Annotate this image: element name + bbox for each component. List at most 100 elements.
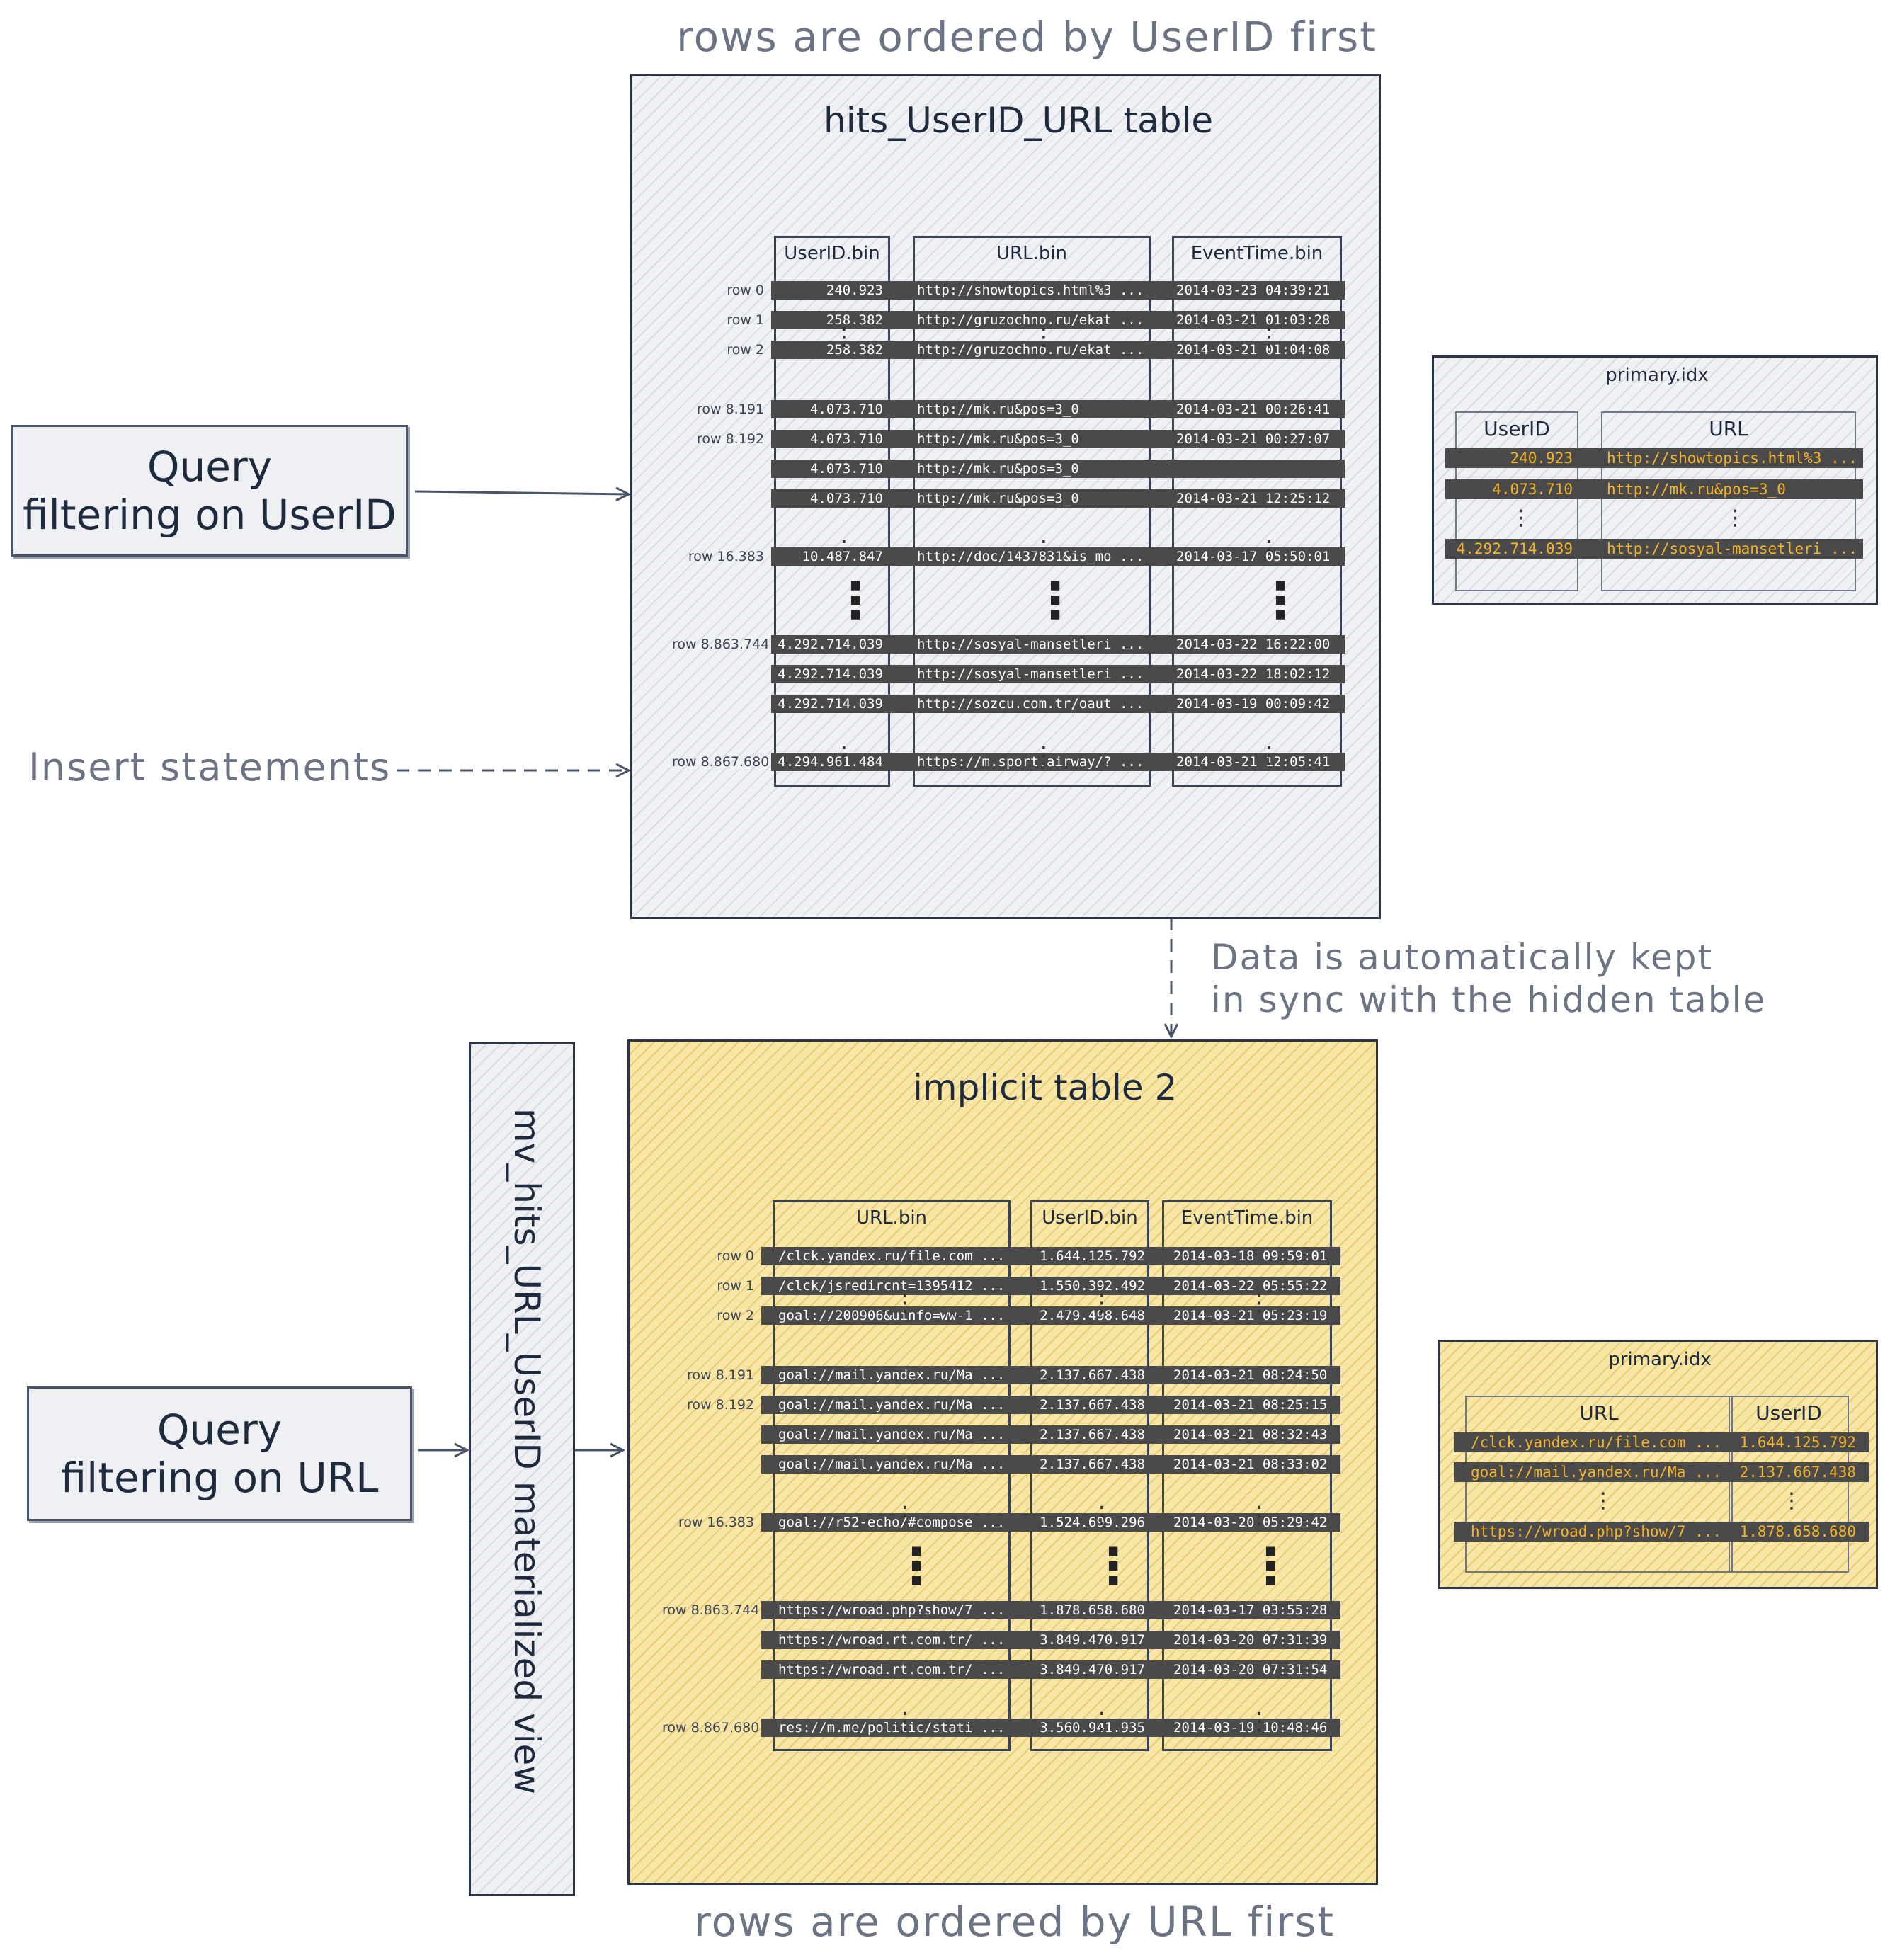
ellipsis-dots: ⋮ [1781, 1488, 1802, 1513]
cell-time [1176, 460, 1339, 478]
row-label: row 8.192 [697, 431, 764, 447]
row-label: row 8.863.744 [672, 637, 770, 652]
query-url-line1: Query [156, 1406, 283, 1454]
ellipsis-dots: ⋮ [1593, 1488, 1614, 1513]
top-caption: rows are ordered by UserID first [676, 13, 1378, 61]
table-row [761, 1366, 1340, 1384]
insert-statements-label: Insert statements [28, 745, 392, 790]
table-row [771, 753, 1345, 771]
cell-url: http://mk.ru&pos=3_0 [917, 461, 1079, 477]
cell-url: goal://r52-echo/#compose ... [778, 1515, 1006, 1530]
index-cell-userid: 240.923 [1510, 450, 1573, 467]
cell-time: 2014-03-19 00:09:42 [1176, 696, 1331, 712]
index-row [1445, 448, 1863, 468]
table-row [771, 430, 1345, 448]
ellipsis-dots: ⋮ [893, 1501, 917, 1529]
cell-url: http://sosyal-mansetleri ... [917, 666, 1144, 682]
row-label: row 8.863.744 [662, 1602, 760, 1618]
table-row [771, 281, 1345, 300]
index1-col1 [1455, 411, 1578, 591]
query-userid-box[interactable]: Query filtering on UserID [11, 425, 408, 557]
table-row [771, 665, 1345, 683]
query-url-box[interactable]: Query filtering on URL [27, 1386, 412, 1521]
index1-title: primary.idx [1605, 365, 1709, 386]
cell-userid: 2.137.667.438 [1040, 1397, 1145, 1413]
ellipsis-dots: ⋮ [1257, 741, 1281, 770]
cell-time: 2014-03-21 12:25:12 [1176, 491, 1331, 506]
cell-url: http://gruzochno.ru/ekat ... [917, 312, 1144, 328]
ellipsis-dots: ⋮ [1724, 506, 1746, 530]
query-url-line2: filtering on URL [60, 1454, 379, 1502]
table1-header-url: URL.bin [996, 243, 1068, 264]
index-row [1454, 1462, 1869, 1482]
table1-col-time [1172, 236, 1342, 787]
table-row [771, 341, 1345, 359]
cell-url: http://mk.ru&pos=3_0 [917, 491, 1079, 506]
table-row [771, 460, 1345, 478]
cell-time: 2014-03-20 07:31:39 [1173, 1632, 1328, 1648]
index1-header-col2: URL [1709, 417, 1748, 440]
materialized-view-box[interactable]: mv_hits_URL_UserID materialized view [469, 1042, 575, 1896]
table-row [761, 1277, 1340, 1295]
cell-time: 2014-03-17 05:50:01 [1176, 549, 1331, 564]
cell-time: 2014-03-21 01:04:08 [1176, 342, 1331, 358]
sync-note-line2: in sync with the hidden table [1211, 979, 1767, 1020]
cell-userid: 3.560.941.935 [1040, 1720, 1145, 1736]
table-row [761, 1396, 1340, 1414]
table-row [761, 1306, 1340, 1325]
index-cell-userid: 1.644.125.792 [1739, 1434, 1856, 1451]
cell-url: https://wroad.rt.com.tr/ ... [778, 1632, 1006, 1648]
index-cell-url: /clck.yandex.ru/file.com ... [1471, 1434, 1722, 1451]
cell-userid: 1.878.658.680 [1040, 1602, 1145, 1618]
cell-url: http://mk.ru&pos=3_0 [917, 401, 1079, 417]
ellipsis-dots: ⋮ [1257, 535, 1281, 564]
index-cell-url: http://showtopics.html%3 ... [1607, 450, 1855, 467]
cell-time: 2014-03-21 00:27:07 [1176, 431, 1331, 447]
cell-url: /clck.yandex.ru/file.com ... [778, 1248, 1006, 1264]
index-cell-url: https://wroad.php?show/7 ... [1471, 1523, 1722, 1540]
cell-userid: 240.923 [826, 283, 883, 298]
row-label: row 8.191 [697, 401, 764, 417]
ellipsis-dots: ⋮ [1257, 323, 1281, 351]
cell-userid: 1.644.125.792 [1040, 1248, 1145, 1264]
ellipsis-dots: ⋮ [1247, 1501, 1271, 1529]
row-label: row 8.867.680 [672, 754, 770, 770]
table2-header-userid: UserID.bin [1042, 1207, 1138, 1229]
index2-header-col2: UserID [1755, 1401, 1822, 1425]
cell-url: res://m.me/politic/stati ... [778, 1720, 1006, 1736]
table1-header-time: EventTime.bin [1190, 243, 1323, 264]
cell-time: 2014-03-22 16:22:00 [1176, 637, 1331, 652]
table2-header-time: EventTime.bin [1180, 1207, 1314, 1229]
table-row [761, 1631, 1340, 1649]
ellipsis-dots: ⋮ [832, 535, 856, 564]
cell-userid: 258.382 [826, 312, 883, 328]
ellipsis-dots: ⋮ [1090, 1289, 1114, 1317]
sync-note-line1: Data is automatically kept [1211, 937, 1714, 978]
cell-userid: 4.292.714.039 [778, 666, 883, 682]
cell-time: 2014-03-21 00:26:41 [1176, 401, 1331, 417]
cell-userid: 10.487.847 [802, 549, 883, 564]
ellipsis-dots-large: ⋮ [892, 1537, 941, 1595]
index2-panel: primary.idx URL UserID /clck.yandex.ru/f… [1438, 1340, 1878, 1589]
table-row [761, 1719, 1340, 1737]
query-userid-line2: filtering on UserID [23, 491, 397, 539]
cell-url: http://sosyal-mansetleri ... [917, 637, 1144, 652]
table-row [761, 1455, 1340, 1474]
cell-time: 2014-03-21 08:33:02 [1173, 1457, 1328, 1472]
index2-col1 [1465, 1396, 1733, 1573]
row-label: row 2 [727, 342, 764, 358]
ellipsis-dots: ⋮ [1247, 1289, 1271, 1317]
cell-time: 2014-03-18 09:59:01 [1173, 1248, 1328, 1264]
cell-userid: 4.292.714.039 [778, 637, 883, 652]
cell-userid: 4.073.710 [810, 491, 883, 506]
bottom-caption: rows are ordered by URL first [694, 1898, 1336, 1946]
row-label: row 1 [717, 1278, 754, 1294]
index-cell-userid: 4.292.714.039 [1456, 540, 1573, 557]
index-cell-userid: 4.073.710 [1492, 481, 1573, 498]
query-userid-line1: Query [147, 443, 273, 491]
cell-url: /clck/jsredircnt=1395412 ... [778, 1278, 1006, 1294]
ellipsis-dots: ⋮ [893, 1707, 917, 1736]
table-row [761, 1513, 1340, 1532]
cell-userid: 1.524.699.296 [1040, 1515, 1145, 1530]
